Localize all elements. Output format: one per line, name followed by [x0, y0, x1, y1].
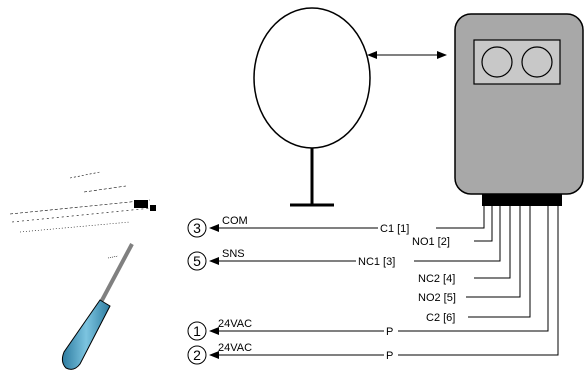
terminal-circle-2: [187, 345, 207, 365]
terminal-circle-5: [187, 251, 207, 271]
screwdriver: [61, 243, 134, 370]
wire-no2: [466, 206, 521, 298]
terminal-number-3: 3: [193, 220, 201, 236]
signal-label-24vac-2: 24VAC: [218, 342, 252, 354]
signal-label-com: COM: [222, 215, 248, 227]
sensor-target: [253, 7, 371, 207]
screwdriver-illustration: [9, 171, 156, 370]
wire-nc1: [414, 206, 501, 262]
wires: [209, 206, 559, 359]
device-lens-left: [481, 46, 513, 78]
signal-labels: COM SNS 24VAC 24VAC: [218, 215, 252, 354]
wire-label-c2: C2 [6]: [426, 312, 455, 324]
wire-label-no2: NO2 [5]: [418, 292, 456, 304]
device-connector: [482, 194, 562, 206]
terminal-circle-3: [187, 218, 207, 238]
wire-c1: [436, 206, 485, 229]
wire-label-c1: C1 [1]: [380, 223, 409, 235]
terminal-number-2: 2: [193, 347, 201, 363]
terminal-strip: [9, 171, 156, 259]
screwdriver-handle: [61, 299, 111, 370]
device-lens-right: [521, 46, 553, 78]
wire-labels: C1 [1] NO1 [2] NC1 [3] NC2 [4] NO2 [5] C…: [358, 223, 456, 362]
wire-c2: [468, 206, 531, 318]
wire-p2: [398, 206, 559, 356]
terminal-number-5: 5: [193, 253, 201, 269]
terminal-numbers: 3 5 1 2: [187, 218, 207, 365]
target-ellipse: [253, 7, 371, 149]
screwdriver-shaft: [98, 243, 134, 305]
wire-label-no1: NO1 [2]: [412, 236, 450, 248]
terminal-circle-1: [187, 321, 207, 341]
signal-label-sns: SNS: [222, 248, 245, 260]
wire-label-p1: P: [386, 326, 393, 338]
wire-label-p2: P: [386, 350, 393, 362]
wire-label-nc2: NC2 [4]: [418, 273, 455, 285]
wire-no1: [474, 206, 493, 242]
wire-nc2: [474, 206, 511, 279]
wire-p1: [398, 206, 549, 332]
terminal-number-1: 1: [193, 323, 201, 339]
signal-label-24vac-1: 24VAC: [218, 318, 252, 330]
wire-label-nc1: NC1 [3]: [358, 256, 395, 268]
device: [454, 13, 584, 206]
